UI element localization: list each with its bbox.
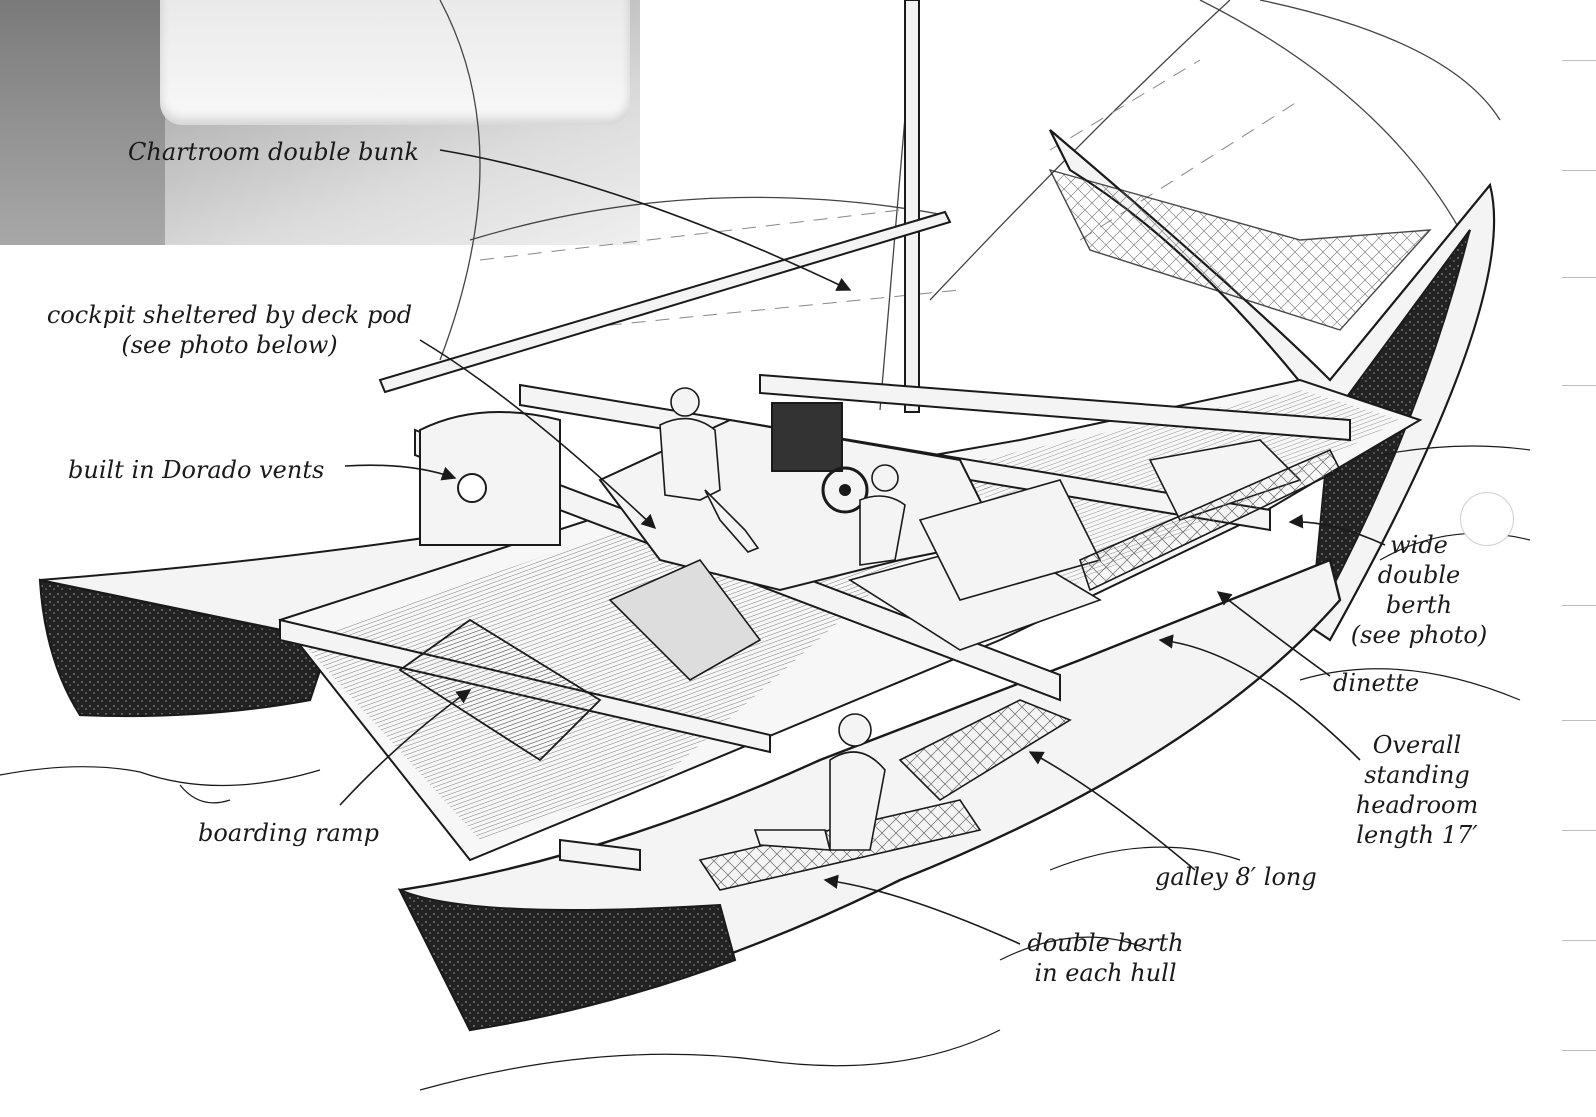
boom	[378, 210, 952, 394]
label-double-berth: double berth in each hull	[1018, 928, 1193, 988]
margin-tick	[1562, 605, 1596, 606]
label-cockpit: cockpit sheltered by deck pod (see photo…	[32, 300, 427, 360]
label-headroom-line4: length 17′	[1356, 821, 1478, 849]
port-bow	[397, 888, 737, 1032]
label-dorado: built in Dorado vents	[68, 456, 325, 484]
punch-hole	[1460, 492, 1514, 546]
helm-wheel	[821, 466, 869, 514]
label-wide-berth-line1: wide	[1390, 531, 1448, 559]
margin-tick	[1562, 170, 1596, 171]
label-double-berth-line2: in each hull	[1034, 959, 1177, 987]
photo-bunk	[160, 0, 630, 125]
margin-tick	[1562, 60, 1596, 61]
mast	[904, 0, 920, 413]
label-chartroom: Chartroom double bunk	[128, 138, 419, 166]
label-headroom-line2: standing	[1364, 761, 1470, 789]
label-galley: galley 8′ long	[1155, 863, 1317, 891]
trampoline	[1048, 168, 1432, 331]
label-wide-berth-line3: berth	[1385, 591, 1453, 619]
interior	[698, 439, 1342, 891]
figures	[659, 387, 906, 851]
chart-window	[771, 402, 843, 472]
margin-tick	[1562, 940, 1596, 941]
sail-dashes	[479, 59, 1301, 331]
label-headroom-line3: headroom	[1355, 791, 1479, 819]
water	[0, 445, 1531, 1091]
sails	[439, 0, 1501, 411]
margin-tick	[1562, 1050, 1596, 1051]
photo-shadow	[0, 0, 165, 245]
callout-arrows	[339, 149, 1386, 945]
label-cockpit-line1: cockpit sheltered by deck pod	[46, 301, 413, 329]
margin-tick	[1562, 277, 1596, 278]
label-dinette: dinette	[1333, 669, 1420, 697]
margin-tick	[1562, 385, 1596, 386]
label-boarding-ramp: boarding ramp	[198, 819, 379, 847]
chartroom-photo	[0, 0, 640, 245]
starboard-hull	[1049, 129, 1496, 642]
label-double-berth-line1: double berth	[1027, 929, 1184, 957]
label-headroom-line1: Overall	[1372, 731, 1462, 759]
cockpit-well	[608, 559, 762, 681]
boarding-ramp-shape	[398, 618, 602, 762]
label-cockpit-line2: (see photo below)	[121, 331, 338, 359]
label-wide-berth-line2: double	[1377, 561, 1461, 589]
margin-tick	[1562, 720, 1596, 721]
margin-tick	[1562, 830, 1596, 831]
label-headroom: Overall standing headroom length 17′	[1342, 730, 1492, 850]
label-wide-berth-line4: (see photo)	[1350, 621, 1488, 649]
deck-pod	[419, 411, 561, 546]
label-wide-berth: wide double berth (see photo)	[1348, 530, 1490, 650]
dorado-vent	[457, 473, 487, 503]
